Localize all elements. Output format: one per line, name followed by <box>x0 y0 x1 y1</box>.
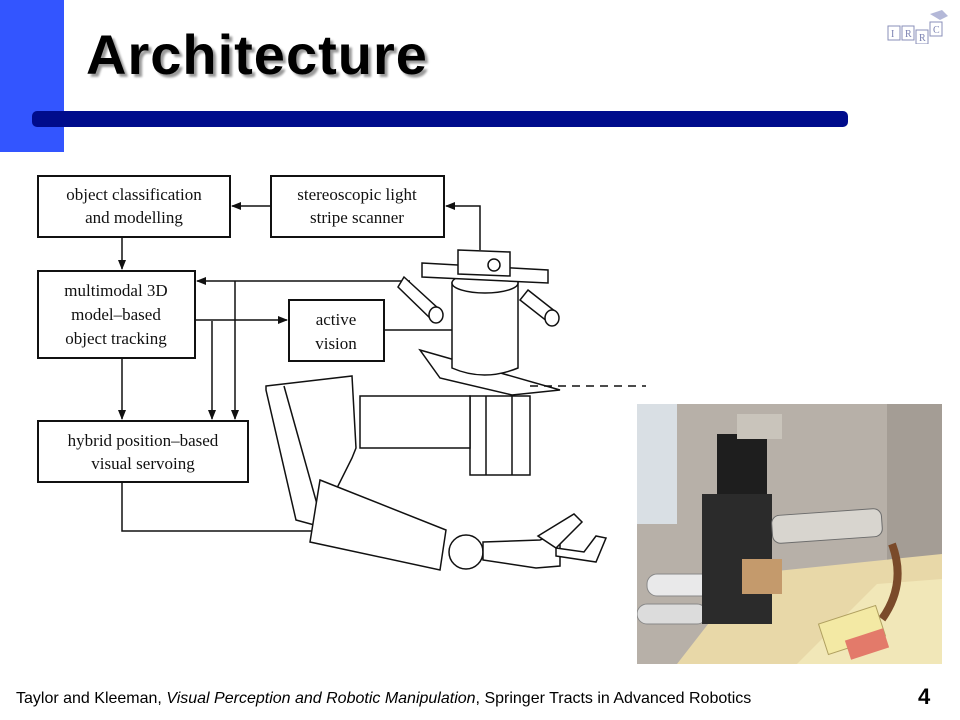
logo-letter: R <box>905 29 912 40</box>
box-object-tracking: multimodal 3D model–based object trackin… <box>37 270 196 359</box>
citation-series: , Springer Tracts in Advanced Robotics <box>475 690 752 707</box>
box-text-line: active <box>316 310 357 329</box>
box-stereoscopic-scanner: stereoscopic light stripe scanner <box>270 175 445 238</box>
citation: Taylor and Kleeman, Visual Perception an… <box>16 690 751 708</box>
box-text-line: stripe scanner <box>310 208 404 227</box>
logo-letter: R <box>919 33 926 44</box>
robot-photo <box>637 404 942 664</box>
logo-letter: I <box>891 29 894 40</box>
box-text-line: vision <box>315 334 357 353</box>
box-text-line: hybrid position–based <box>68 431 219 450</box>
box-object-classification: object classification and modelling <box>37 175 231 238</box>
diagram-connectors <box>118 202 481 535</box>
slide-title: Architecture <box>86 23 428 86</box>
box-text-line: object tracking <box>65 329 167 348</box>
box-text-line: object classification <box>66 185 202 204</box>
box-text-line: multimodal 3D <box>64 281 167 300</box>
citation-work: Visual Perception and Robotic Manipulati… <box>166 690 476 707</box>
irrc-logo: I R R C <box>887 10 948 44</box>
box-text-line: stereoscopic light <box>297 185 417 204</box>
logo-letter: C <box>933 25 940 36</box>
box-active-vision: active vision <box>288 299 385 362</box>
architecture-diagram: object classification and modelling ster… <box>37 175 646 571</box>
title-underline-bar <box>32 111 848 127</box>
box-text-line: and modelling <box>85 208 183 227</box>
box-text-line: visual servoing <box>91 454 195 473</box>
citation-authors: Taylor and Kleeman, <box>16 690 167 707</box>
box-visual-servoing: hybrid position–based visual servoing <box>37 420 249 483</box>
robot-drawing <box>265 249 646 571</box>
box-text-line: model–based <box>71 305 161 324</box>
accent-block <box>0 0 64 152</box>
page-number: 4 <box>918 684 931 709</box>
